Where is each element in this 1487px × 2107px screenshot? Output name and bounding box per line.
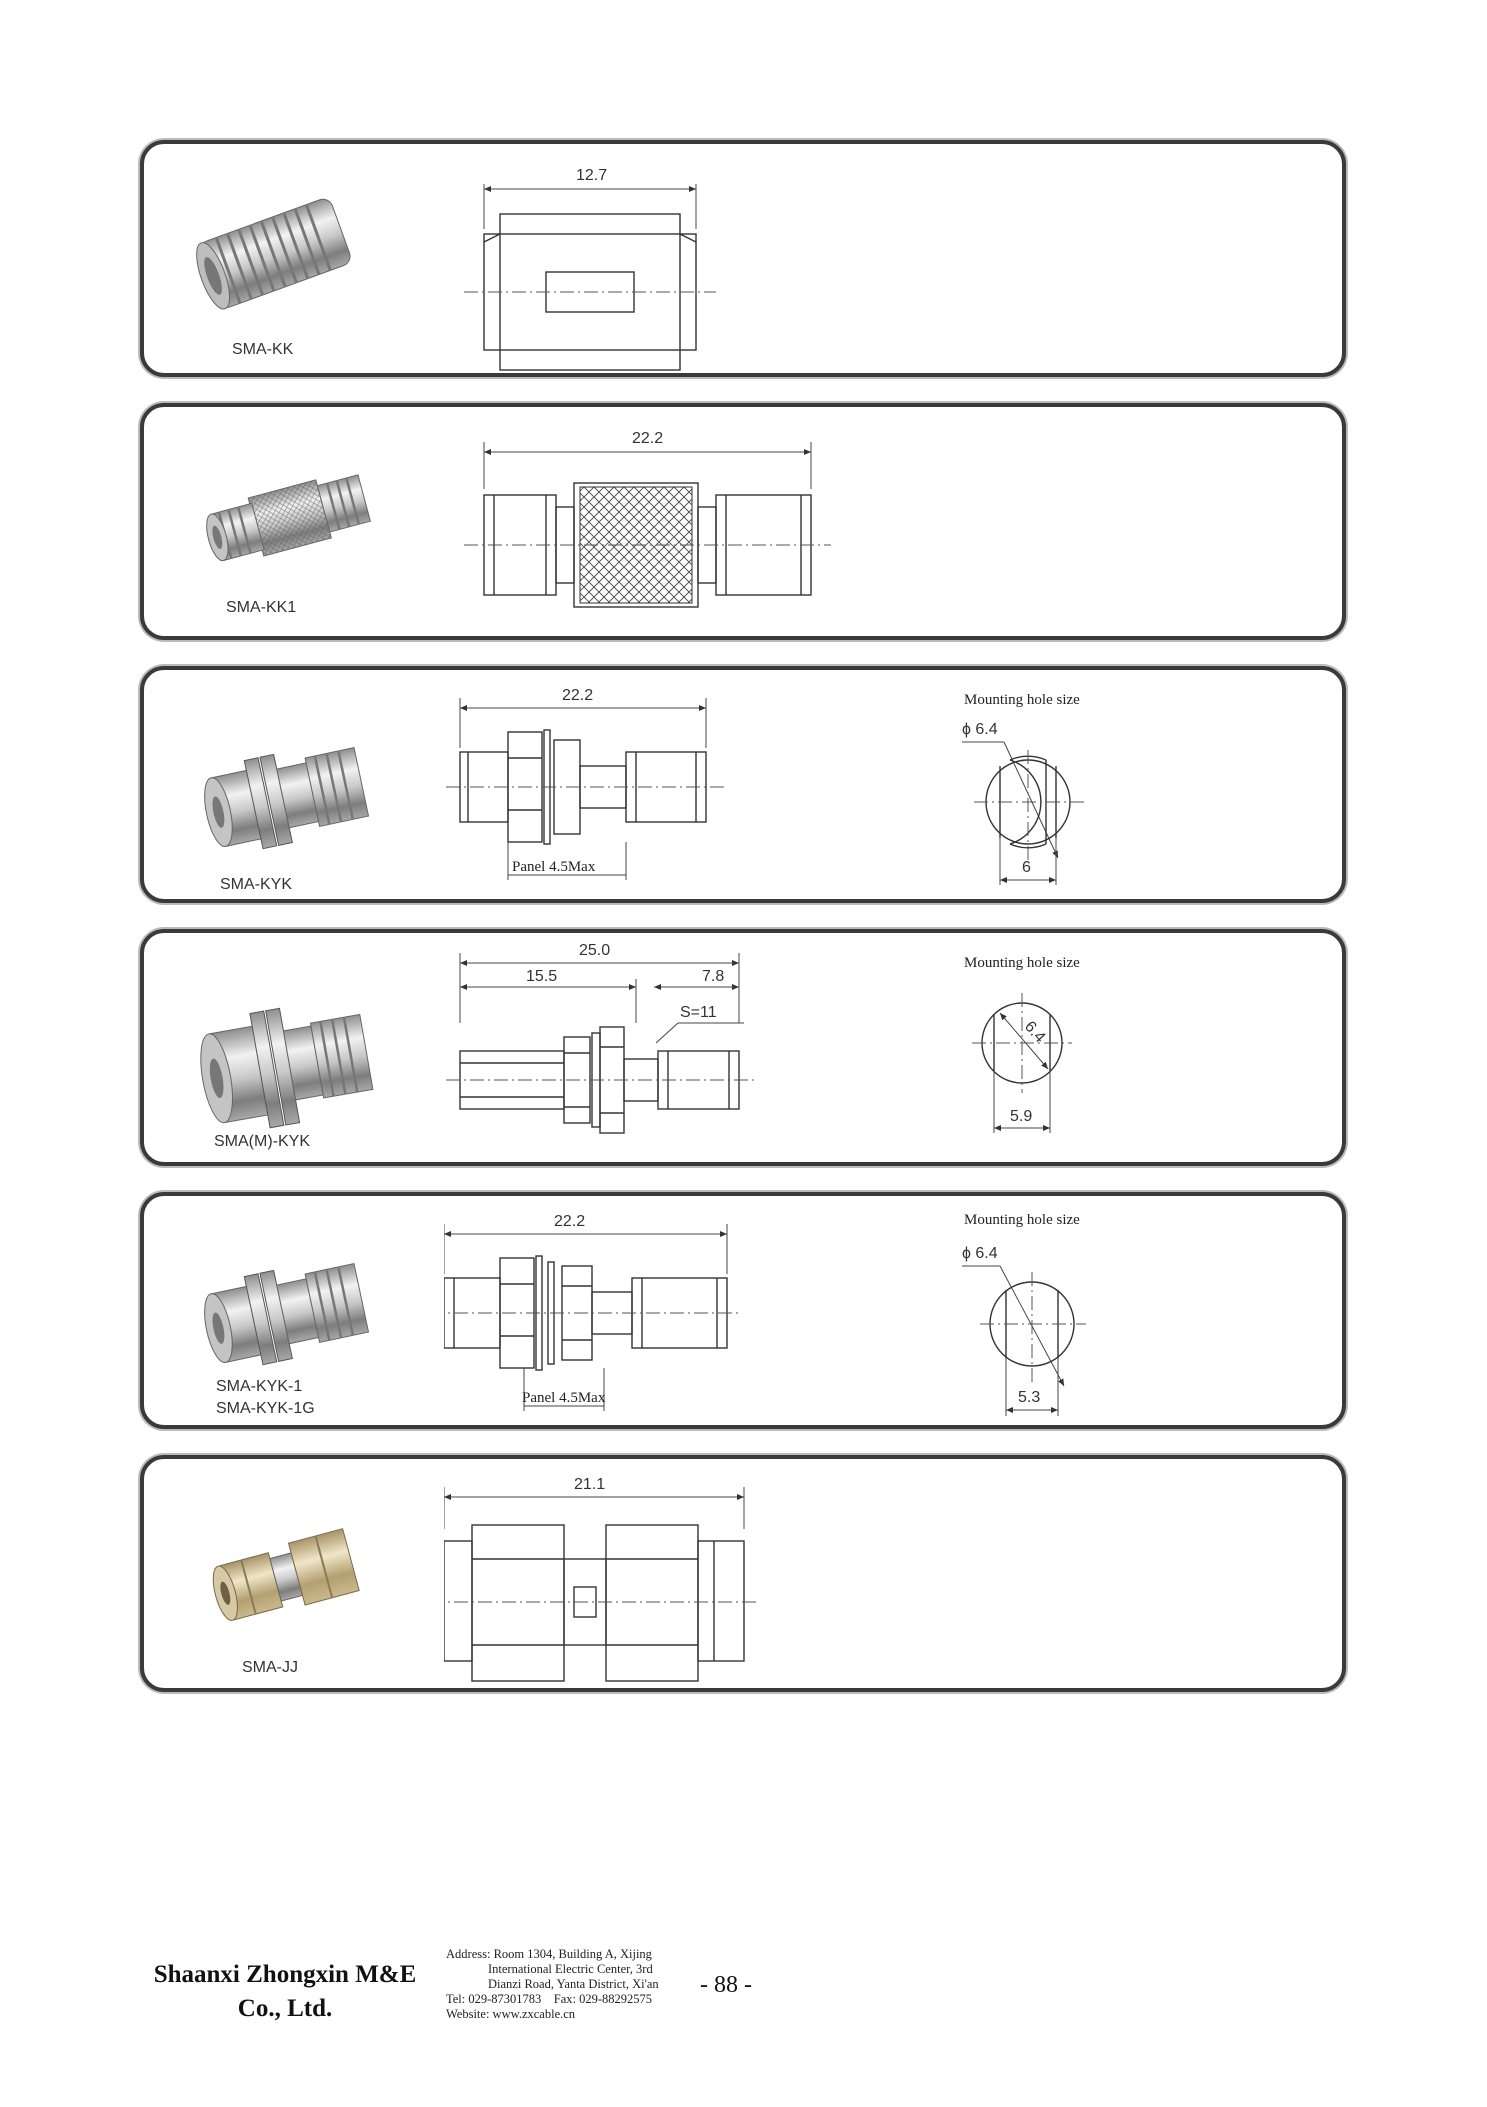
- length-dim: 22.2: [554, 1213, 585, 1230]
- mounting-title: Mounting hole size: [964, 1212, 1080, 1228]
- company-line-2: Co., Ltd.: [237, 1995, 333, 2022]
- address-line-1: Address: Room 1304, Building A, Xijing: [446, 1947, 652, 1961]
- address-line-3: Dianzi Road, Yanta District, Xi'an: [488, 1977, 659, 1991]
- product-panel-sma-kyk-1: SMA-KYK-1 SMA-KYK-1G 22.2 Panel 4.5Max M…: [140, 1192, 1346, 1429]
- length-dim: 22.2: [632, 430, 663, 447]
- address-line-2: International Electric Center, 3rd: [488, 1962, 653, 1976]
- page-number: - 88 -: [700, 1972, 752, 1998]
- dimension-drawing: 12.7: [464, 167, 716, 371]
- fax-number: Fax: 029-88292575: [553, 1992, 653, 2006]
- dim-b: 7.8: [702, 968, 724, 985]
- mounting-flat: 5.3: [1018, 1389, 1040, 1406]
- mounting-title: Mounting hole size: [964, 692, 1080, 708]
- product-panel-sma-kk: SMA-KK 12.7: [140, 140, 1346, 377]
- product-photo: [212, 1528, 360, 1621]
- mounting-diameter: ϕ 6.4: [962, 721, 998, 738]
- mounting-diameter: ϕ 6.4: [962, 1245, 998, 1262]
- dimension-drawing: 22.2 Panel 4.5Max Mounting hole size ϕ 6…: [444, 1212, 1086, 1416]
- model-label: SMA-JJ: [242, 1659, 298, 1676]
- company-address: Address: Room 1304, Building A, Xijing I…: [446, 1947, 686, 2022]
- model-label: SMA-KK: [232, 341, 294, 358]
- product-panel-sma-kyk: SMA-KYK 22.2 Panel 4.5Max Mounting hole …: [140, 666, 1346, 903]
- length-dim: 25.0: [579, 942, 610, 959]
- panel-note: Panel 4.5Max: [522, 1390, 606, 1406]
- mounting-flat: 5.9: [1010, 1108, 1032, 1125]
- product-panel-sma-kk1: SMA-KK1 22.2: [140, 403, 1346, 640]
- product-photo: [196, 198, 351, 310]
- contact-line: Tel: 029-87301783 Fax: 029-88292575: [446, 1992, 686, 2007]
- length-dim: 12.7: [576, 167, 607, 184]
- product-photo: [204, 746, 370, 850]
- website-link[interactable]: Website: www.zxcable.cn: [446, 2007, 576, 2021]
- mounting-title: Mounting hole size: [964, 955, 1080, 971]
- hex-size: S=11: [680, 1004, 717, 1021]
- model-label-2: SMA-KYK-1G: [216, 1400, 315, 1417]
- model-label: SMA-KYK-1: [216, 1378, 303, 1395]
- product-photo: [206, 474, 371, 562]
- length-dim: 22.2: [562, 687, 593, 704]
- model-label: SMA-KK1: [226, 599, 297, 616]
- dimension-drawing: 21.1: [444, 1476, 760, 1682]
- dimension-drawing: 22.2 Panel 4.5Max Mounting hole size ϕ 6…: [446, 687, 1084, 885]
- dimension-drawing: 25.0 15.5 7.8 S=11 Mounting hole size 6.…: [446, 942, 1080, 1134]
- product-panel-sma-jj: SMA-JJ 21.1: [140, 1455, 1346, 1692]
- tel-number: Tel: 029-87301783: [446, 1992, 542, 2006]
- mounting-flat: 6: [1022, 859, 1031, 876]
- dim-a: 15.5: [526, 968, 557, 985]
- length-dim: 21.1: [574, 1476, 605, 1493]
- model-label: SMA-KYK: [220, 876, 293, 893]
- product-photo: [204, 1262, 370, 1366]
- model-label: SMA(M)-KYK: [214, 1133, 310, 1150]
- dimension-drawing: 22.2: [464, 430, 831, 608]
- product-photo: [200, 1007, 374, 1129]
- company-line-1: Shaanxi Zhongxin M&E: [153, 1961, 417, 1988]
- panel-note: Panel 4.5Max: [512, 859, 596, 875]
- company-name: Shaanxi Zhongxin M&E Co., Ltd.: [140, 1958, 430, 2026]
- product-panel-sma-m-kyk: SMA(M)-KYK 25.0 15.5 7.8 S=11 Mounting h…: [140, 929, 1346, 1166]
